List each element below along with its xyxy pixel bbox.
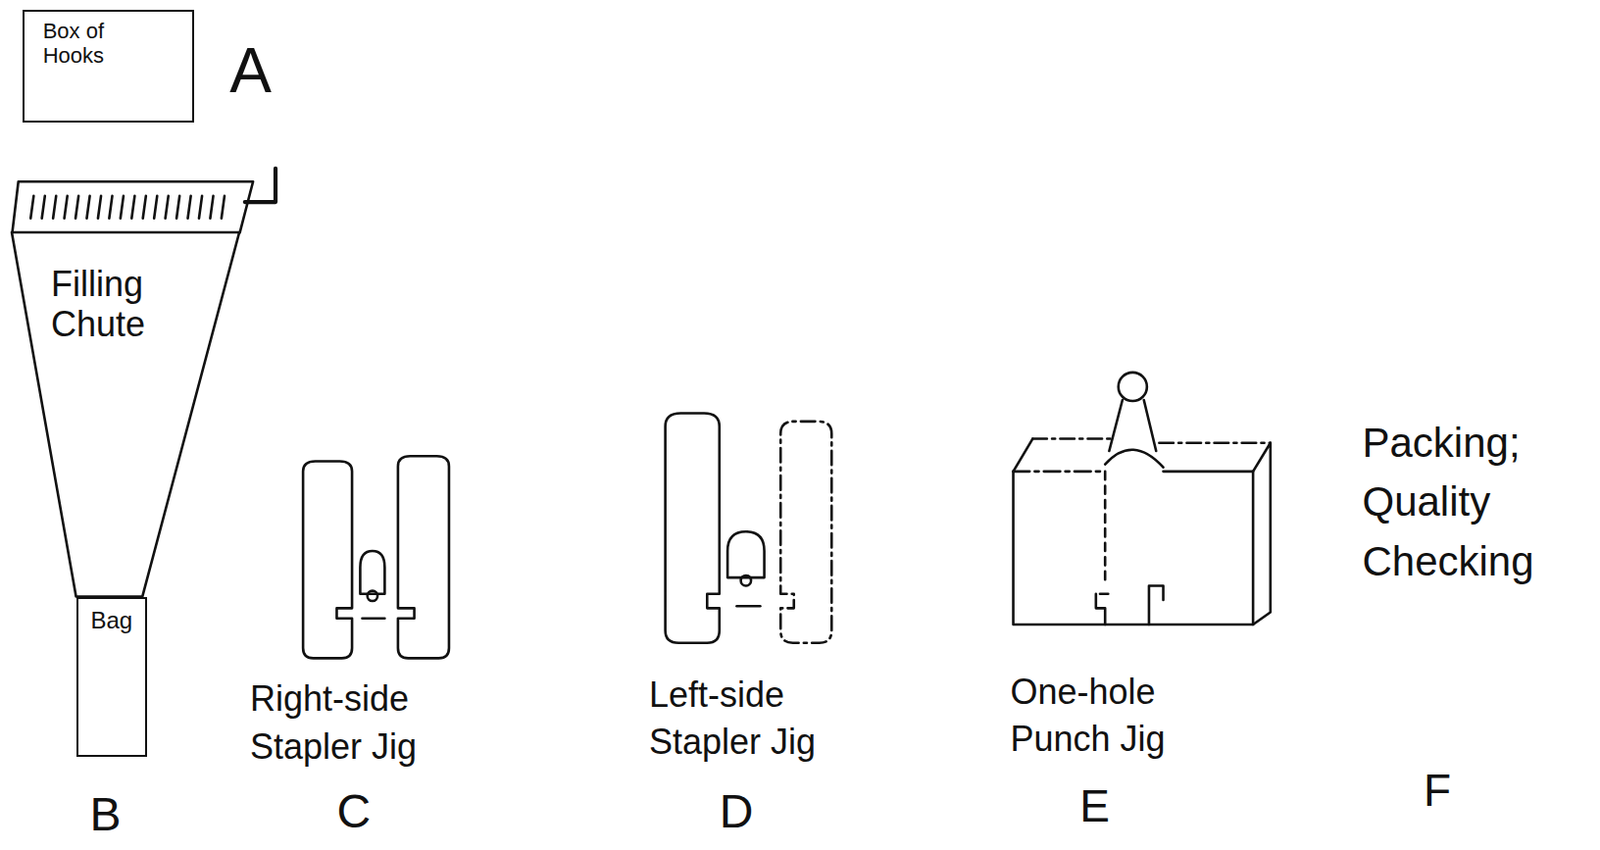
node-text: Box of Hooks (43, 18, 104, 69)
stapler-symbol (727, 531, 764, 578)
punch-center-line (1103, 471, 1107, 580)
bag-box: Bag (76, 597, 148, 757)
right-side-stapler-jig (302, 455, 450, 658)
stapler-knob (741, 575, 751, 586)
station-letter: A (229, 28, 272, 113)
chute-top-bar (11, 168, 276, 234)
chute-bar-hatching (30, 196, 225, 219)
jig-top-back-edge (1158, 441, 1270, 445)
stapler-symbol (359, 550, 385, 595)
punch-arm (1108, 400, 1156, 451)
station-label: One-hole Punch Jig (1009, 668, 1245, 764)
hatch-stroke (165, 196, 169, 219)
hatch-stroke (64, 196, 68, 219)
stapler-knob (367, 591, 378, 601)
station-letter: E (1079, 775, 1110, 837)
station-letter: B (90, 783, 122, 848)
hatch-stroke (131, 196, 135, 219)
jig-slot-left (1096, 594, 1108, 625)
jig-top-back-edge (1032, 437, 1110, 441)
chute-bar-outline (11, 181, 253, 233)
jig-front-face (1013, 471, 1254, 625)
supply-box: Box of Hooks (22, 9, 195, 122)
jig-right-block-dashed (780, 421, 832, 644)
hatch-stroke (98, 196, 101, 219)
jig-top-front-edge (1013, 470, 1106, 474)
hatch-stroke (221, 196, 225, 219)
hatch-stroke (52, 196, 56, 219)
jig-slot-right (1149, 585, 1164, 625)
punch-knob (1118, 372, 1148, 401)
jig-right-face (1163, 443, 1271, 625)
hatch-stroke (75, 196, 79, 219)
hatch-stroke (108, 196, 112, 219)
station-letter: D (719, 780, 754, 845)
one-hole-punch-jig (1013, 372, 1271, 625)
station-letter: C (336, 780, 371, 845)
station-letter: F (1423, 759, 1451, 821)
filling-chute: Filling Chute (11, 232, 240, 598)
hatch-stroke (209, 196, 213, 219)
station-label: Packing; Quality Checking (1361, 413, 1566, 594)
punch-base-curve (1104, 450, 1163, 468)
station-label: Left-side Stapler Jig (649, 671, 890, 767)
hatch-stroke (120, 196, 124, 219)
hatch-stroke (176, 196, 180, 219)
chute-trapezoid (11, 232, 240, 598)
hatch-stroke (86, 196, 90, 219)
node-text: Filling Chute (50, 263, 189, 346)
jig-left-block (302, 460, 352, 658)
hatch-stroke (153, 196, 157, 219)
stapler-base-line (736, 604, 760, 608)
stapler-base-line (361, 616, 385, 620)
hatch-stroke (30, 196, 34, 219)
station-label: Right-side Stapler Jig (250, 675, 505, 771)
node-text: Bag (78, 606, 146, 635)
jig-top-left-edge (1013, 439, 1034, 472)
jig-left-block (665, 413, 720, 644)
hatch-stroke (143, 196, 147, 219)
crank-handle (245, 168, 276, 202)
hatch-stroke (199, 196, 202, 219)
left-side-stapler-jig (665, 413, 833, 644)
hatch-stroke (188, 196, 192, 219)
jig-right-block (398, 455, 450, 658)
hatch-stroke (42, 196, 46, 219)
